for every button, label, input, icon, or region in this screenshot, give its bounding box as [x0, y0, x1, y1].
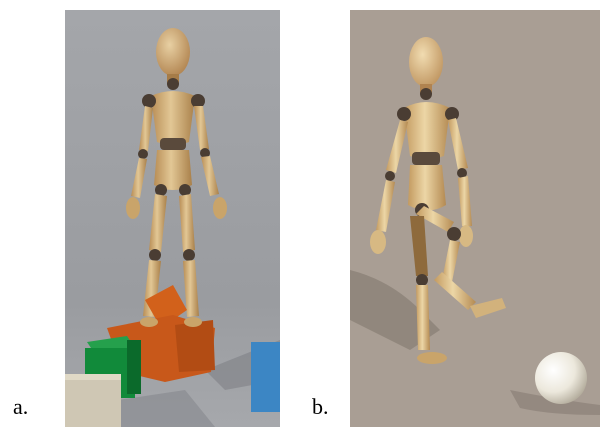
mannequin-pelvis	[408, 165, 446, 211]
mannequin-kicking-illustration	[350, 10, 600, 427]
hand-left	[126, 197, 140, 219]
mannequin-chest	[151, 91, 195, 145]
knee-joint-standing	[416, 274, 428, 286]
shoulder-joint-left	[142, 94, 156, 108]
shoulder-joint-right	[191, 94, 205, 108]
forearm-left	[376, 180, 395, 232]
panel-b-caption: b.	[312, 394, 329, 419]
forearm-right	[201, 156, 219, 196]
hip-joint-left	[155, 184, 167, 196]
elbow-joint-left	[385, 171, 395, 181]
waist-joint	[412, 152, 440, 165]
upper-arm-left	[139, 106, 153, 151]
foot-kicking	[470, 298, 506, 318]
knee-joint-left	[149, 249, 161, 261]
knee-joint-right	[183, 249, 195, 261]
ball	[535, 352, 587, 404]
neck-joint	[420, 88, 432, 100]
mannequin-head	[156, 28, 190, 76]
shoulder-joint-left	[397, 107, 411, 121]
mannequin-standing-illustration	[65, 10, 280, 427]
panel-a-caption: a.	[13, 394, 29, 419]
mannequin-head	[409, 37, 443, 87]
waist-joint	[160, 138, 186, 150]
hand-left	[370, 230, 386, 254]
beige-block-top	[65, 374, 121, 380]
hip-joint-right	[179, 184, 191, 196]
upper-arm-left	[386, 120, 408, 173]
forearm-left	[131, 158, 147, 198]
orange-block-side	[175, 320, 215, 372]
thigh-left	[149, 194, 167, 252]
neck-joint	[167, 78, 179, 90]
mannequin-pelvis	[154, 150, 192, 190]
upper-arm-right	[194, 106, 209, 150]
shin-raised	[442, 240, 460, 282]
forearm-right	[458, 176, 472, 226]
shin-right	[183, 260, 199, 317]
shin-kicking	[434, 272, 476, 310]
thigh-raised	[416, 206, 454, 232]
elbow-joint-right	[457, 168, 467, 178]
foot-left	[140, 317, 158, 327]
beige-block	[65, 378, 121, 427]
blue-block	[251, 342, 280, 412]
hand-right	[459, 225, 473, 247]
panel-a-image	[65, 10, 280, 427]
panel-b-image	[350, 10, 600, 427]
shoulder-joint-right	[445, 107, 459, 121]
knee-joint-raised	[447, 227, 461, 241]
elbow-joint-left	[138, 149, 148, 159]
green-block-side	[127, 340, 141, 394]
foot-standing	[417, 352, 447, 364]
mannequin-chest	[404, 102, 450, 159]
hand-right	[213, 197, 227, 219]
foot-right	[184, 317, 202, 327]
upper-arm-right	[448, 118, 468, 170]
thigh-back	[410, 216, 428, 276]
shin-standing	[416, 285, 430, 350]
thigh-right	[179, 194, 195, 252]
elbow-joint-right	[200, 148, 210, 158]
